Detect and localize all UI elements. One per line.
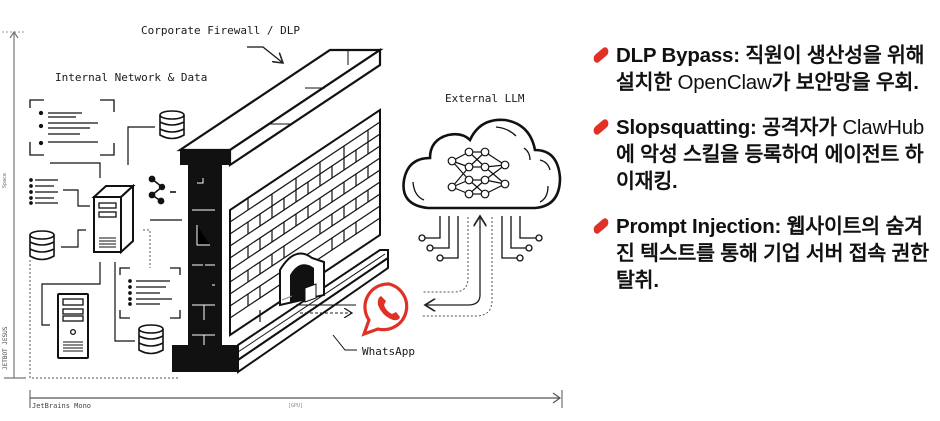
document-icon <box>29 99 115 156</box>
database-icon <box>138 324 164 355</box>
footer-font-label: JetBrains Mono <box>32 402 92 410</box>
threat-title: Prompt Injection: <box>616 215 782 238</box>
threat-item-dlp-bypass: DLP Bypass: 직원이 생산성을 위해 설치한 OpenClaw가 보안… <box>592 42 937 96</box>
security-diagram: Corporate Firewall / DLP Internal Networ… <box>2 24 563 410</box>
circuit-traces <box>418 216 543 262</box>
threat-item-prompt-injection: Prompt Injection: 웹사이트의 숨겨진 텍스트를 통해 기업 서… <box>592 213 937 294</box>
external-llm-label: External LLM <box>445 92 525 105</box>
threat-title: Slopsquatting: <box>616 116 757 139</box>
firewall-label: Corporate Firewall / DLP <box>141 24 300 37</box>
threat-item-slopsquatting: Slopsquatting: 공격자가 ClawHub 에 악성 스킬을 등록하여… <box>592 114 937 195</box>
threat-title: DLP Bypass: <box>616 44 740 67</box>
x-axis-unit-label: [GPU] <box>288 403 304 409</box>
threat-text: Prompt Injection: 웹사이트의 숨겨진 텍스트를 통해 기업 서… <box>616 213 937 294</box>
threat-desc: 웹사이트의 숨겨진 텍스트를 통해 기업 서버 접속 권한 탈취. <box>616 215 929 292</box>
diagram-canvas <box>2 30 563 408</box>
whatsapp-icon <box>361 282 409 337</box>
internal-network-label: Internal Network & Data <box>55 71 208 84</box>
threat-desc: 직원이 생산성을 위해 설치한 <box>616 44 925 94</box>
threat-text: Slopsquatting: 공격자가 ClawHub 에 악성 스킬을 등록하여… <box>616 114 937 195</box>
bullet-marker-icon <box>592 45 610 65</box>
threat-desc: 공격자가 <box>756 116 843 139</box>
bullet-marker-icon <box>592 117 610 137</box>
threat-list: DLP Bypass: 직원이 생산성을 위해 설치한 OpenClaw가 보안… <box>592 42 937 312</box>
database-icon <box>29 230 55 261</box>
product-name: ClawHub <box>842 116 925 139</box>
y-axis <box>2 30 26 379</box>
server-tower-icon <box>91 183 136 255</box>
database-icon <box>159 110 185 140</box>
neural-network-icon <box>447 147 510 199</box>
y-axis-label-bottom: JETBOT JESUS <box>2 326 9 370</box>
share-icon <box>148 175 176 205</box>
threat-desc: 에 악성 스킬을 등록하여 에이전트 하이재킹. <box>616 143 924 193</box>
tunnel-icon <box>279 252 325 307</box>
threat-text: DLP Bypass: 직원이 생산성을 위해 설치한 OpenClaw가 보안… <box>616 42 937 96</box>
y-axis-label-top: Space <box>2 172 8 188</box>
internal-network-boundary <box>29 260 180 379</box>
bullet-marker-icon <box>592 216 610 236</box>
document-icon <box>119 267 181 319</box>
whatsapp-label: WhatsApp <box>362 345 415 358</box>
brick-wall-icon <box>172 47 389 374</box>
desktop-tower-icon <box>57 293 89 359</box>
list-icon <box>29 178 58 205</box>
threat-desc: 가 보안망을 우회. <box>771 71 919 94</box>
product-name: OpenClaw <box>677 71 772 94</box>
x-axis <box>29 390 563 408</box>
